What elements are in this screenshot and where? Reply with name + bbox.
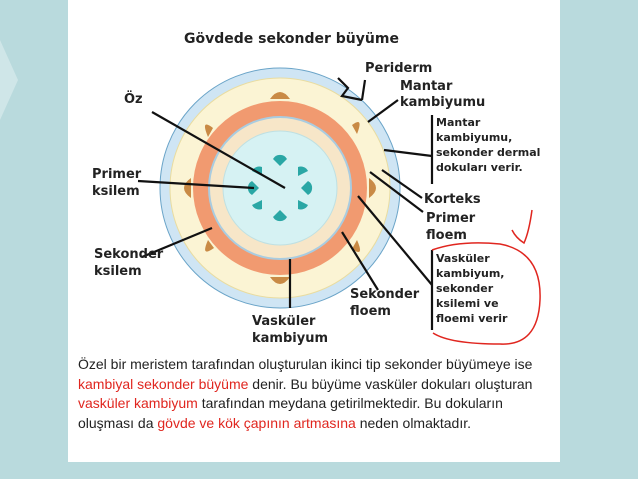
label-primer-floem-l1: Primer	[426, 211, 476, 226]
note1-line4: dokuları verir.	[436, 161, 523, 174]
leader-line-korteks	[381, 169, 423, 199]
note1-line2: kambiyumu,	[436, 131, 512, 144]
caption-highlight-cap-artmasi: gövde ve kök çapının artmasına	[157, 414, 356, 431]
caption-part-4: neden olmaktadır.	[355, 414, 472, 431]
note2-line2: kambiyum,	[436, 267, 505, 280]
label-vaskuler-kambiyum-l2: kambiyum	[252, 331, 328, 346]
leader-line-note1	[383, 148, 433, 158]
handdrawn-check-mark	[511, 209, 533, 245]
label-primer-ksilem-l1: Primer	[92, 167, 142, 182]
primary-phloem-bump	[205, 240, 214, 252]
note2-line3: sekonder	[436, 282, 494, 295]
leader-line-primer-ksilem	[137, 179, 255, 190]
caption-part-2: denir. Bu büyüme vasküler dokuları oluşt…	[248, 375, 533, 392]
caption-text: Özel bir meristem tarafından oluşturulan…	[78, 355, 556, 433]
primary-phloem-bump	[352, 240, 361, 252]
periderm-bracket	[337, 77, 363, 102]
primary-phloem-bump	[352, 122, 360, 134]
caption-highlight-kambiyal: kambiyal sekonder büyüme	[78, 375, 249, 392]
primary-xylem-wedge	[301, 181, 313, 195]
primary-xylem-wedge	[273, 154, 287, 166]
note1-line3: sekonder dermal	[436, 146, 540, 159]
caption-highlight-vaskuler-kambiyum: vasküler kambiyum	[78, 395, 198, 411]
diagram-title: Gövdede sekonder büyüme	[184, 31, 399, 47]
primary-phloem-bump	[204, 124, 213, 137]
leader-line-oz	[151, 111, 286, 189]
primary-phloem-bump	[369, 178, 376, 198]
label-oz: Öz	[124, 91, 143, 107]
label-sekonder-floem-l1: Sekonder	[350, 287, 420, 302]
label-periderm: Periderm	[365, 61, 432, 76]
note1-line1: Mantar	[436, 116, 481, 129]
label-mantar-l1: Mantar	[400, 79, 453, 94]
leader-line-primer-floem	[369, 171, 424, 213]
red-annotations	[431, 209, 541, 345]
note2-line1: Vasküler	[436, 252, 490, 265]
leader-lines	[137, 77, 434, 330]
primary-phloem-bump	[270, 92, 290, 99]
label-korteks: Korteks	[424, 192, 481, 207]
primary-xylem-wedge	[298, 166, 308, 176]
primary-xylem-wedge	[273, 210, 287, 222]
primary-xylem-wedge	[252, 200, 262, 210]
leader-line-mantar	[367, 99, 399, 123]
pith	[222, 130, 338, 246]
primary-phloem-group	[184, 92, 376, 284]
leader-line-note2	[357, 195, 433, 286]
label-sekonder-ksilem-l1: Sekonder	[94, 247, 164, 262]
label-mantar-l2: kambiyumu	[400, 95, 485, 110]
leader-line-sekonder-ksilem	[141, 226, 213, 259]
stem-cross-section	[159, 67, 401, 309]
label-sekonder-ksilem-l2: ksilem	[94, 264, 142, 279]
handdrawn-loop	[431, 242, 541, 345]
primary-phloem-bump	[270, 277, 290, 284]
caption-part-1: Özel bir meristem tarafından oluşturulan…	[78, 356, 533, 372]
label-sekonder-floem-l2: floem	[350, 304, 391, 319]
slide-arrow-decoration	[0, 40, 18, 120]
periderm-leader-line	[360, 79, 367, 101]
label-primer-floem-l2: floem	[426, 228, 467, 243]
note2-line5: floemi verir	[436, 312, 508, 325]
label-vaskuler-kambiyum-l1: Vasküler	[252, 314, 316, 329]
note2-line4: ksilemi ve	[436, 297, 499, 310]
vascular-cambium-line	[208, 116, 352, 260]
caption-part-3: tarafından meydana getirilmektedir. Bu d…	[78, 395, 503, 431]
primary-xylem-group	[247, 154, 313, 222]
leader-line-sekonder-floem	[341, 231, 379, 291]
primary-xylem-wedge	[298, 200, 308, 210]
stem-secondary-growth-diagram: Gövdede sekonder büyüme	[92, 31, 541, 346]
label-primer-ksilem-l2: ksilem	[92, 184, 140, 199]
